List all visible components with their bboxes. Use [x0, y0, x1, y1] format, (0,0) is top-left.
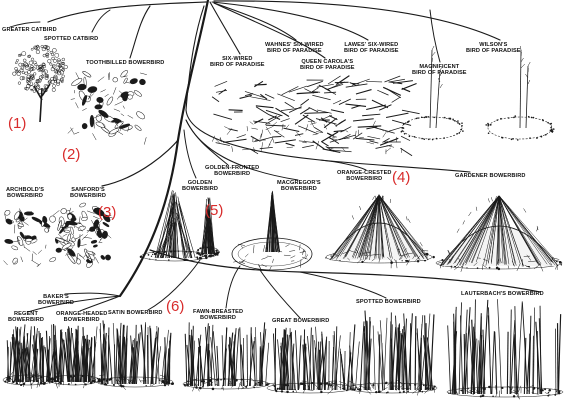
fawn-breasted-avenue-illustration — [182, 322, 270, 392]
spotted-avenue-illustration — [346, 310, 438, 396]
marker-1: (1) — [8, 115, 27, 132]
label-toothbilled-bowerbird: TOOTHBILLED BOWERBIRD — [86, 60, 165, 66]
phylogeny-branches — [9, 0, 541, 319]
label-spotted-bowerbird: SPOTTED BOWERBIRD — [356, 299, 421, 305]
gardener-hut-illustration — [435, 195, 563, 272]
marker-4: (4) — [392, 169, 411, 186]
label-lauterbachs-bowerbird: LAUTERBACH'S BOWERBIRD — [461, 291, 544, 297]
wilson-court-illustration — [485, 45, 555, 141]
macgregor-court-illustration — [231, 190, 313, 271]
label-greater-catbird: GREATER CATBIRD — [2, 27, 57, 33]
golden-maypole-illustration — [139, 190, 212, 262]
label-satin-bowerbird: SATIN BOWERBIRD — [108, 310, 163, 316]
label-gardener-bowerbird: GARDENER BOWERBIRD — [455, 173, 526, 179]
sanford-court-illustration — [52, 206, 114, 264]
toothbilled-court-illustration — [67, 70, 147, 145]
golden-small-maypole-illustration — [196, 197, 220, 258]
archbold-court-illustration — [3, 202, 93, 268]
orange-crested-hut-illustration — [325, 194, 435, 269]
lauterbach-avenue-illustration — [446, 299, 564, 400]
marker-2: (2) — [62, 146, 81, 163]
bower-illustrations — [2, 44, 564, 400]
marker-5: (5) — [205, 202, 224, 219]
tree-illustration — [12, 44, 68, 123]
great-avenue-illustration — [266, 326, 356, 395]
orange-headed-avenue-illustration — [46, 324, 101, 389]
marker-3: (3) — [98, 204, 117, 221]
label-great-bowerbird: GREAT BOWERBIRD — [272, 318, 330, 324]
regent-avenue-illustration — [2, 324, 55, 389]
satin-avenue-illustration — [96, 320, 174, 390]
magnificent-court-illustration — [400, 45, 464, 141]
marker-6: (6) — [166, 298, 185, 315]
label-spotted-catbird: SPOTTED CATBIRD — [44, 36, 99, 42]
bird-of-paradise-courts-illustration — [211, 75, 420, 157]
